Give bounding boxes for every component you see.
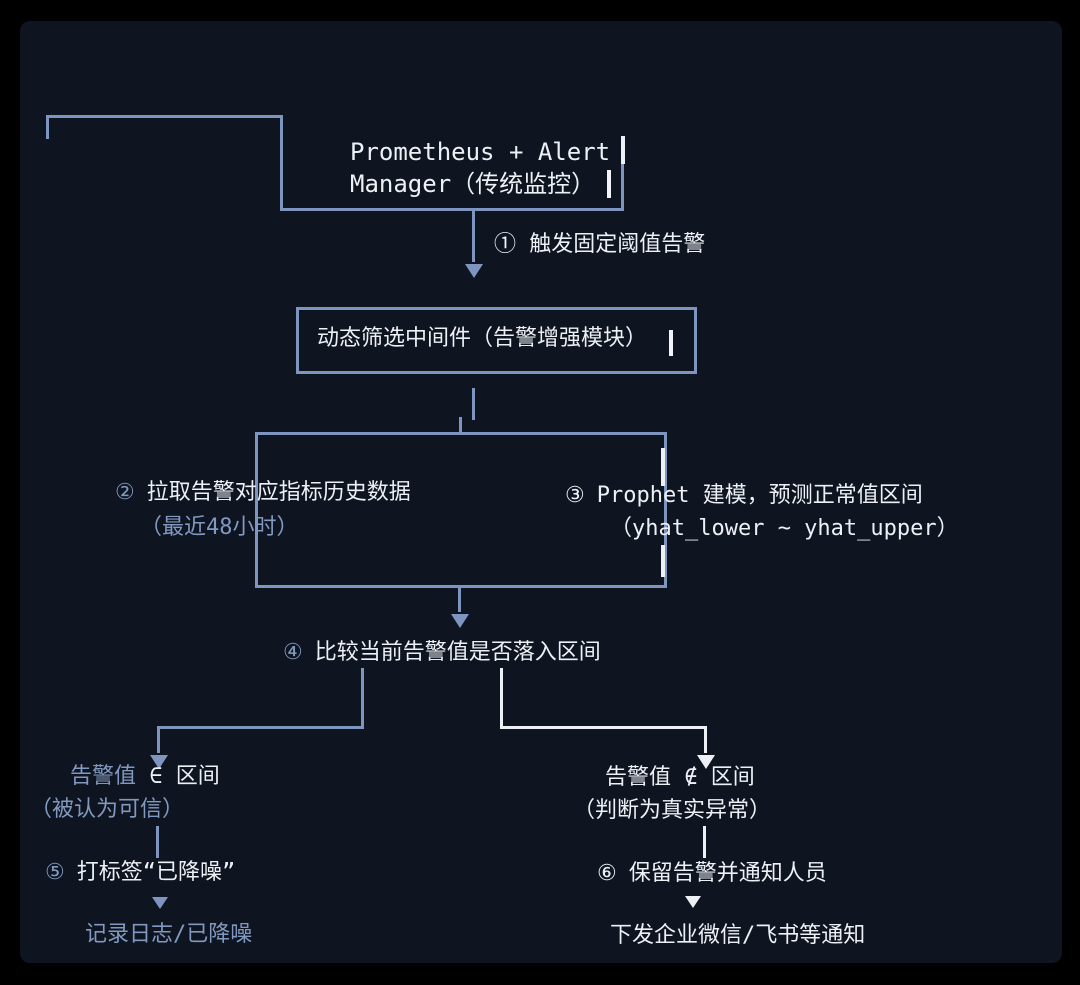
step1-label: ① 触发固定阈值告警 xyxy=(494,232,706,257)
source-box-left-edge xyxy=(280,115,283,211)
connector-line-2 xyxy=(458,588,461,612)
maximize-button[interactable] xyxy=(103,47,123,67)
source-box-label-line2: Manager（传统监控） xyxy=(350,170,596,198)
minimize-button[interactable] xyxy=(73,47,93,67)
source-box-right-edge-fresh xyxy=(621,136,625,164)
step6-text: 保留告警并通知人员 xyxy=(628,861,827,886)
element-of-symbol: ∈ xyxy=(136,764,176,789)
text-cursor xyxy=(669,330,673,356)
source-box-label-line1: Prometheus + Alert xyxy=(350,138,611,166)
step3-text: Prophet 建模，预测正常值区间 xyxy=(596,483,923,508)
right-result: 下发企业微信/飞书等通知 xyxy=(610,923,866,948)
step2-text: 拉取告警对应指标历史数据 xyxy=(146,480,411,505)
step2-note: （最近48小时） xyxy=(140,515,299,540)
right-condition-note: （判断为真实异常） xyxy=(573,798,772,823)
arrow-down-icon xyxy=(451,614,469,628)
step2-number: ② xyxy=(115,480,135,505)
terminal-window xyxy=(20,21,1062,963)
processing-box xyxy=(255,432,667,588)
processing-box-right-edge-fresh-1 xyxy=(661,448,665,486)
connector-stub-a xyxy=(472,388,475,420)
close-button[interactable] xyxy=(43,47,63,67)
right-branch-stub xyxy=(500,668,503,729)
middleware-box xyxy=(296,307,697,374)
right-branch-drop xyxy=(704,726,707,753)
source-box-top-line xyxy=(46,115,283,118)
arrow-down-icon xyxy=(152,897,168,909)
text-cursor xyxy=(607,170,611,198)
arrow-down-icon xyxy=(685,896,701,908)
step3-number: ③ xyxy=(565,483,585,508)
left-condition: 告警值 ∈ 区间 xyxy=(70,762,220,792)
left-action-stub xyxy=(156,826,159,858)
arrow-down-icon xyxy=(697,755,715,769)
arrow-down-icon xyxy=(150,755,168,769)
step6-number: ⑥ xyxy=(597,861,617,886)
connector-stub-b xyxy=(459,417,462,433)
left-branch-stub xyxy=(361,668,364,729)
step5-label: ⑤ 打标签“已降噪” xyxy=(45,858,235,888)
middleware-box-label: 动态筛选中间件（告警增强模块） xyxy=(317,326,648,351)
left-condition-subject: 告警值 xyxy=(70,764,137,789)
left-result: 记录日志/已降噪 xyxy=(85,922,253,947)
connector-line-1 xyxy=(472,211,475,262)
source-box-bottom-edge xyxy=(280,208,624,211)
step6-label: ⑥ 保留告警并通知人员 xyxy=(597,859,827,889)
processing-box-right-edge-fresh-2 xyxy=(661,545,665,577)
source-box-left-tick xyxy=(46,115,49,139)
step3-note: （yhat_lower ~ yhat_upper） xyxy=(610,516,959,541)
source-box-right-edge xyxy=(621,162,624,211)
step5-text: 打标签“已降噪” xyxy=(76,860,236,885)
step2-label: ② 拉取告警对应指标历史数据 xyxy=(115,478,411,508)
left-condition-note: （被认为可信） xyxy=(30,797,185,822)
step4-text: 比较当前告警值是否落入区间 xyxy=(314,640,601,665)
step3-label: ③ Prophet 建模，预测正常值区间 xyxy=(565,481,923,511)
left-condition-object: 区间 xyxy=(175,764,220,789)
right-condition: 告警值 ∉ 区间 xyxy=(605,765,755,790)
right-action-stub xyxy=(703,826,706,858)
step4-number: ④ xyxy=(283,640,303,665)
step4-label: ④ 比较当前告警值是否落入区间 xyxy=(283,638,601,668)
right-branch-horizontal xyxy=(500,726,707,729)
left-branch-drop xyxy=(157,726,160,753)
left-branch-horizontal xyxy=(157,726,364,729)
arrow-down-icon xyxy=(465,264,483,278)
step5-number: ⑤ xyxy=(45,860,65,885)
